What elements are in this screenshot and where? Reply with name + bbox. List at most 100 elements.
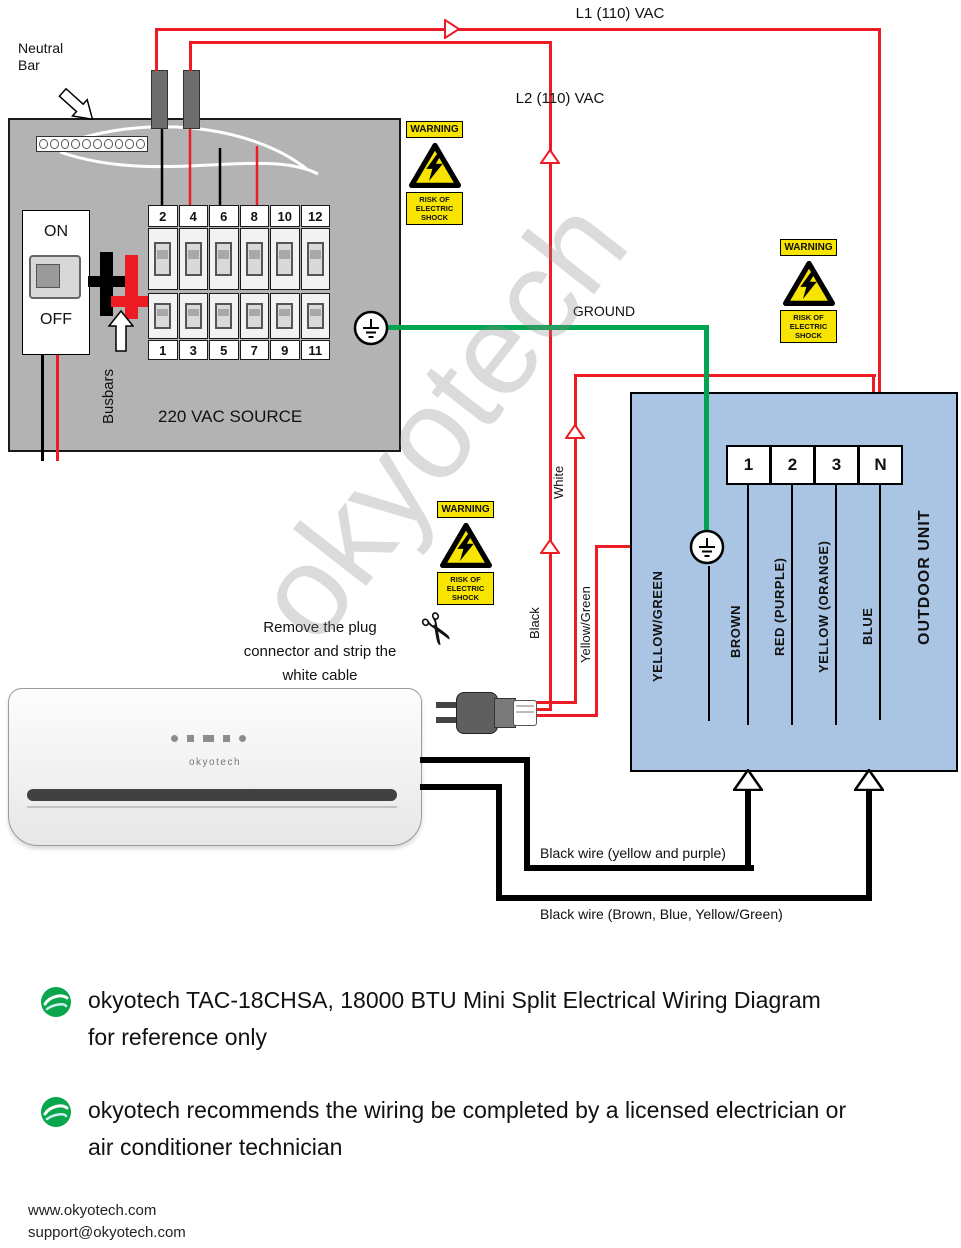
circuit-breaker	[239, 293, 269, 339]
busbars-arrow-icon	[108, 310, 134, 352]
electric-shock-icon	[408, 142, 461, 188]
breaker-number: 12	[300, 205, 330, 227]
wire-l2	[532, 708, 552, 711]
breaker-number: 7	[239, 340, 269, 360]
note-1: okyotech TAC-18CHSA, 18000 BTU Mini Spli…	[88, 987, 821, 1050]
instruction-text: Remove the plug connector and strip the …	[243, 619, 397, 684]
warning-title: WARNING	[780, 239, 837, 256]
arrow-right-icon	[444, 19, 460, 39]
black-wire-a-label: Black wire (yellow and purple)	[540, 845, 726, 861]
wire-white	[574, 374, 876, 377]
circuit-breaker	[178, 293, 208, 339]
wire-l2	[189, 41, 192, 71]
circuit-breaker	[178, 228, 208, 290]
ground-label: GROUND	[565, 302, 643, 320]
footer-email: support@okyotech.com	[28, 1224, 186, 1241]
neutral-bar-screw	[71, 139, 81, 149]
terminal-1: 1	[726, 445, 771, 485]
breaker-number: 6	[209, 205, 239, 227]
terminal-wire	[879, 485, 881, 720]
breaker-number: 1	[148, 340, 178, 360]
wire-l2	[549, 41, 552, 711]
breaker-numbers-bottom: 1 3 5 7 9 11	[148, 340, 330, 360]
blue-label: BLUE	[860, 607, 875, 645]
warning-title: WARNING	[406, 121, 463, 138]
wire-white	[535, 701, 576, 704]
black-wire-b	[496, 895, 872, 901]
black-wire-a	[420, 757, 530, 763]
terminal-2: 2	[770, 445, 815, 485]
footer-website: www.okyotech.com	[28, 1202, 157, 1219]
outdoor-unit: 1 2 3 N YELLOW/GREEN BROWN RED (PURPLE) …	[630, 392, 958, 772]
arrow-up-icon	[733, 769, 763, 791]
neutral-bar-screw	[103, 139, 113, 149]
ground-wire	[387, 325, 708, 330]
busbar-black	[88, 276, 130, 287]
wire-l1	[878, 28, 881, 445]
switch-handle-icon	[29, 255, 81, 299]
arrow-up-icon	[854, 769, 884, 791]
neutral-bar-screw	[136, 139, 145, 149]
terminal-n: N	[858, 445, 903, 485]
main-switch-off-label: OFF	[40, 311, 72, 328]
neutral-bar-screw	[114, 139, 124, 149]
terminal-wire	[747, 485, 749, 725]
neutral-bar-arrow-icon	[58, 87, 94, 121]
circuit-breaker	[239, 228, 269, 290]
warning-sign: WARNING RISK OF ELECTRIC SHOCK	[406, 121, 463, 225]
neutral-bar-label: Neutral Bar	[18, 40, 64, 73]
okyotech-logo-icon	[41, 987, 71, 1017]
yellow-green-wire-label: Yellow/Green	[578, 586, 593, 664]
black-wire-a	[524, 757, 530, 871]
ground-wire	[704, 325, 709, 532]
arrow-up-icon	[540, 149, 560, 164]
l2-label: L2 (110) VAC	[515, 89, 605, 107]
breaker-number: 5	[209, 340, 239, 360]
circuit-breaker	[209, 228, 239, 290]
brown-label: BROWN	[728, 604, 743, 659]
busbar-red	[111, 296, 153, 307]
ground-terminal-icon	[353, 310, 389, 346]
l1-label: L1 (110) VAC	[575, 4, 665, 22]
black-wire-b	[496, 784, 502, 901]
warning-sign: WARNING RISK OF ELECTRIC SHOCK	[437, 501, 494, 605]
neutral-bar	[36, 136, 148, 152]
black-wire-b	[420, 784, 502, 790]
indoor-unit-brand: okyotech	[188, 757, 242, 768]
terminal-3: 3	[814, 445, 859, 485]
warning-risk-text: RISK OF ELECTRIC SHOCK	[437, 572, 494, 605]
breaker-number: 9	[270, 340, 300, 360]
breaker-row-bottom	[148, 293, 330, 339]
breaker-numbers-top: 2 4 6 8 10 12	[148, 205, 330, 227]
circuit-breaker	[270, 293, 300, 339]
black-wire-label: Black	[527, 607, 542, 639]
neutral-bar-screw	[82, 139, 91, 149]
terminal-wire	[791, 485, 793, 725]
breaker-number: 3	[178, 340, 208, 360]
electric-shock-icon	[439, 522, 492, 568]
vent-slot	[27, 789, 397, 801]
wire-white	[574, 374, 577, 704]
wire-l1	[155, 28, 158, 71]
ground-terminal-icon	[689, 529, 725, 565]
arrow-up-icon	[540, 539, 560, 554]
circuit-breaker	[270, 228, 300, 290]
warning-risk-text: RISK OF ELECTRIC SHOCK	[406, 192, 463, 225]
supply-lug	[151, 70, 168, 129]
circuit-breaker	[148, 228, 178, 290]
breaker-number: 2	[148, 205, 178, 227]
power-plug-icon	[436, 690, 537, 735]
circuit-breaker	[148, 293, 178, 339]
warning-risk-text: RISK OF ELECTRIC SHOCK	[780, 310, 837, 343]
breaker-number: 11	[300, 340, 330, 360]
black-wire-a	[745, 790, 751, 871]
electric-shock-icon	[782, 260, 835, 306]
main-switch: ON OFF	[22, 210, 90, 355]
warning-title: WARNING	[437, 501, 494, 518]
ground-wire-tail	[708, 566, 710, 721]
note-2: okyotech recommends the wiring be comple…	[88, 1097, 847, 1160]
black-wire-b-label: Black wire (Brown, Blue, Yellow/Green)	[540, 906, 783, 922]
panel-exit-wire-red	[56, 355, 59, 461]
breaker-number: 10	[270, 205, 300, 227]
wire-l2	[189, 41, 552, 44]
